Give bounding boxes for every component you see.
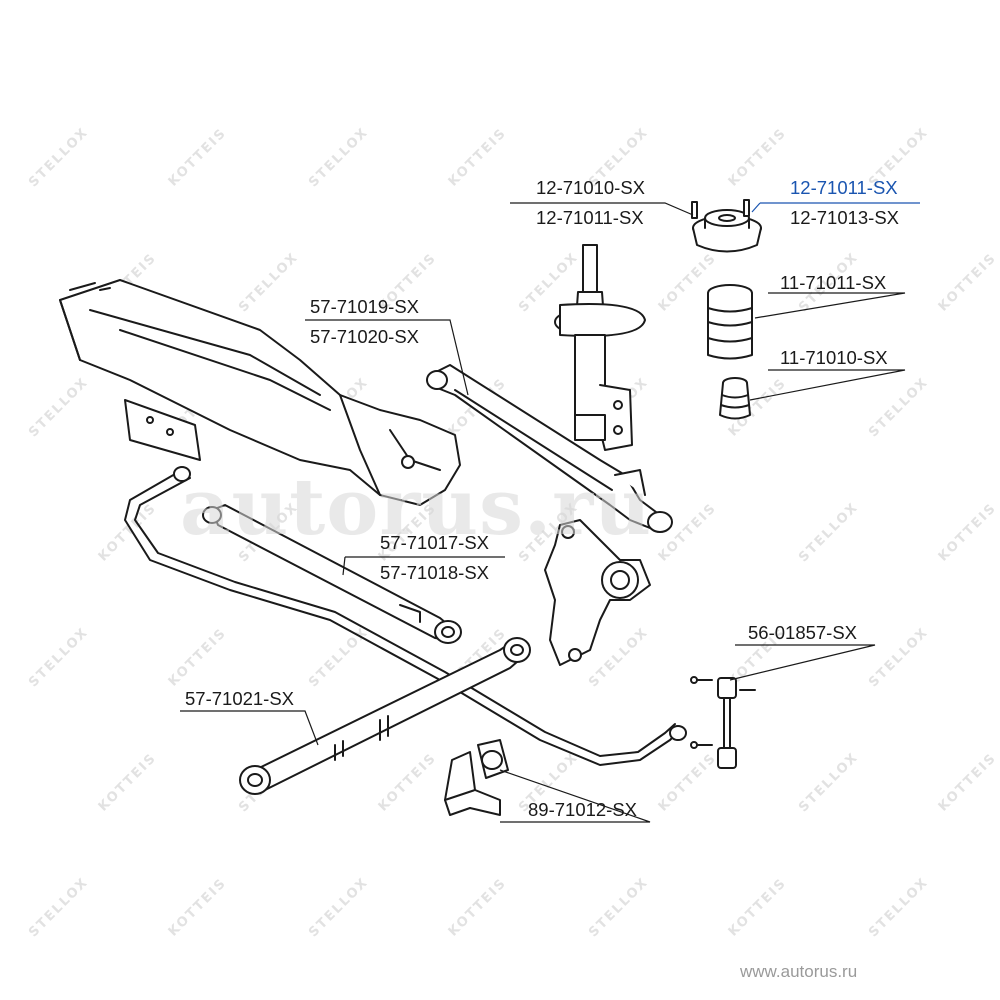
lower-control-arm xyxy=(239,637,531,795)
leader-lines xyxy=(180,202,920,823)
rear-subframe xyxy=(59,279,461,506)
part-label-57-71020[interactable]: 57-71020-SX xyxy=(310,326,420,347)
knuckle xyxy=(544,519,651,666)
shock-absorber xyxy=(554,244,646,451)
part-label-12-71011-highlighted[interactable]: 12-71011-SX xyxy=(790,177,898,198)
part-label-12-71013[interactable]: 12-71013-SX xyxy=(790,207,900,228)
part-label-57-71018[interactable]: 57-71018-SX xyxy=(380,562,490,583)
trailing-arm xyxy=(202,504,462,644)
stabilizer-bar xyxy=(124,466,687,766)
upper-control-arm xyxy=(426,364,673,533)
dust-boot xyxy=(707,284,753,360)
part-label-57-71021[interactable]: 57-71021-SX xyxy=(185,688,295,709)
part-label-11-71011[interactable]: 11-71011-SX xyxy=(780,272,887,293)
stabilizer-link xyxy=(690,676,756,769)
stabilizer-bushing xyxy=(444,739,509,816)
part-label-57-71017[interactable]: 57-71017-SX xyxy=(380,532,490,553)
part-label-89-71012[interactable]: 89-71012-SX xyxy=(528,799,638,820)
site-url[interactable]: www.autorus.ru xyxy=(740,962,858,981)
strut-top-mount xyxy=(691,199,762,253)
bump-stop xyxy=(719,377,751,420)
part-label-57-71019[interactable]: 57-71019-SX xyxy=(310,296,420,317)
part-label-12-71011-a[interactable]: 12-71011-SX xyxy=(536,207,644,228)
part-label-56-01857[interactable]: 56-01857-SX xyxy=(748,622,858,643)
part-label-11-71010[interactable]: 11-71010-SX xyxy=(780,347,888,368)
part-label-12-71010[interactable]: 12-71010-SX xyxy=(536,177,646,198)
